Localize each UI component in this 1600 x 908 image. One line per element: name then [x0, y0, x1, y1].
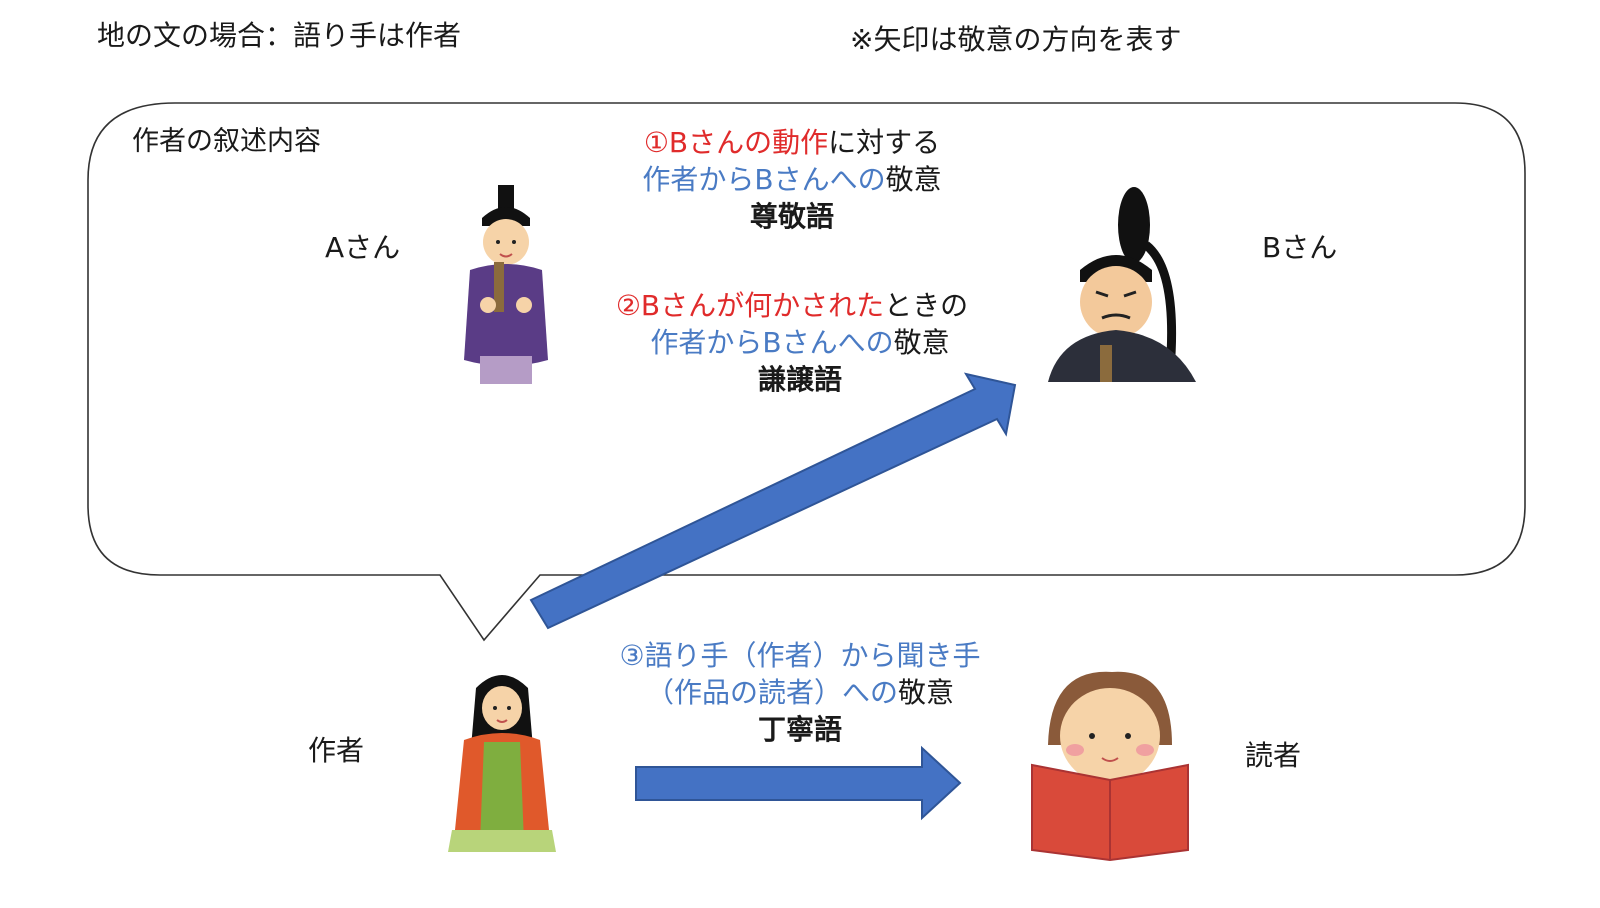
label-person-a: Aさん: [325, 231, 401, 264]
note1-blue-text: 作者からBさんへの: [642, 163, 886, 196]
respect-arrow-diagonal: [529, 372, 1017, 630]
note2-line1: ②Bさんが何かされたときの: [592, 288, 992, 324]
header-right-note: ※矢印は敬意の方向を表す: [850, 23, 1182, 56]
respect-arrow-horizontal: [635, 745, 962, 821]
bubble-label: 作者の叙述内容: [132, 126, 321, 157]
person-b-illustration: [1048, 187, 1196, 382]
narration-bubble: [87, 102, 1526, 642]
note3-respect-text: 敬意: [898, 676, 955, 709]
header-left-title: 地の文の場合：語り手は作者: [97, 19, 462, 52]
label-author: 作者: [308, 734, 365, 767]
note2-red-text: ②Bさんが何かされた: [615, 289, 885, 322]
note1-line1: ①Bさんの動作に対する: [592, 125, 992, 161]
person-a-illustration: [464, 185, 548, 384]
note3-line2: （作品の読者）への敬意: [580, 675, 1020, 711]
label-person-b: Bさん: [1262, 231, 1338, 264]
note2-blue-text: 作者からBさんへの: [650, 326, 894, 359]
note2-respect-text: 敬意: [893, 326, 950, 359]
note1-term: 尊敬語: [749, 200, 834, 233]
note1-red-text: ①Bさんの動作: [643, 126, 829, 159]
note1-line2: 作者からBさんへの敬意: [592, 162, 992, 198]
note3-blue-text-2: （作品の読者）への: [645, 676, 898, 709]
note3-blue-text-1: ③語り手（作者）から聞き手: [619, 639, 981, 672]
note2-term: 謙譲語: [757, 363, 842, 396]
author-illustration: [448, 675, 556, 852]
label-reader: 読者: [1245, 739, 1302, 772]
note1-respect-text: 敬意: [885, 163, 942, 196]
reader-illustration: [1031, 671, 1189, 862]
note2-line2: 作者からBさんへの敬意: [600, 325, 1000, 361]
note3-term: 丁寧語: [757, 713, 842, 746]
note2-black-text: ときの: [884, 289, 969, 322]
note1-black-text: に対する: [828, 126, 941, 159]
note3-line1: ③語り手（作者）から聞き手: [580, 638, 1020, 674]
